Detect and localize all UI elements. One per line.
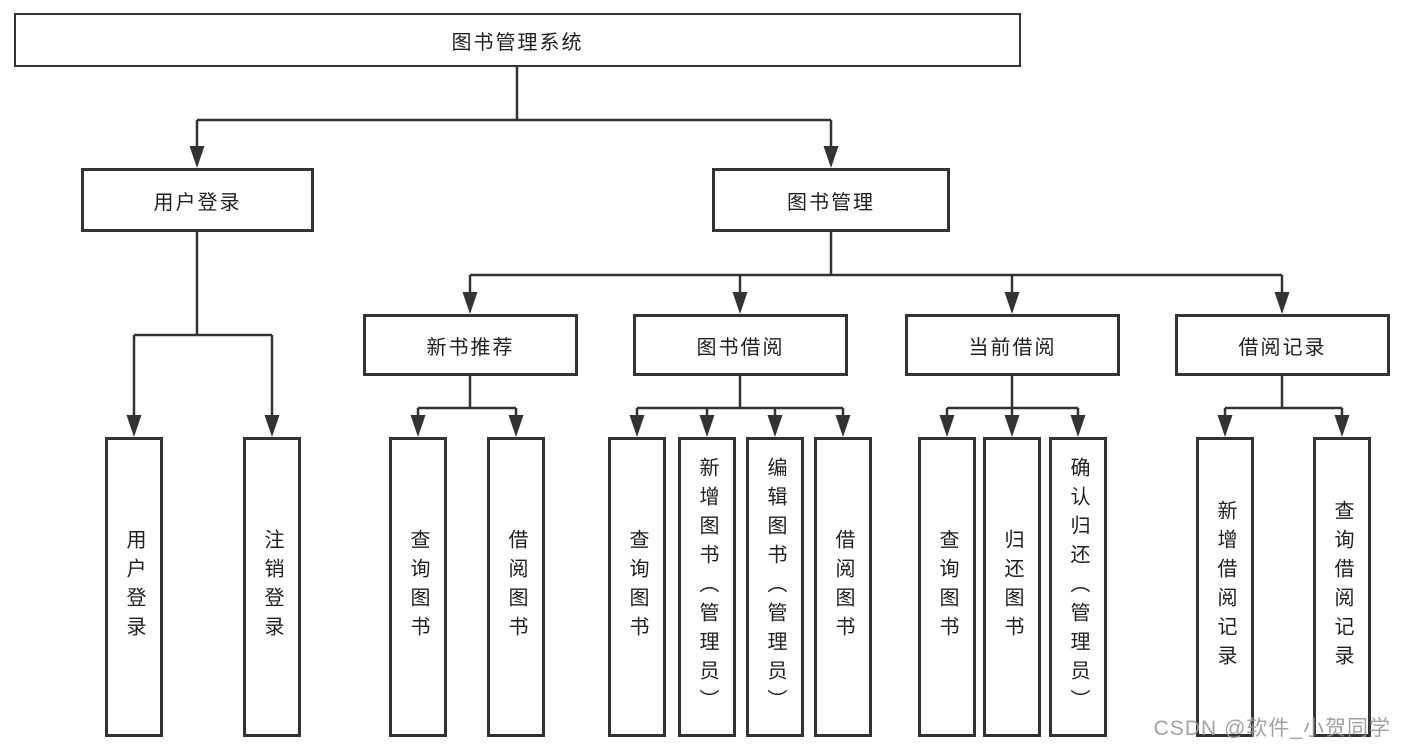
leaf-label: 借阅图书 — [832, 529, 854, 645]
leaf-edit-books-admin: 编辑图书（管理员） — [746, 437, 804, 737]
leaf-label: 查询借阅记录 — [1331, 500, 1353, 674]
leaf-label: 新增图书（管理员） — [696, 456, 718, 718]
leaf-label: 查询图书 — [936, 529, 958, 645]
leaf-return-books: 归还图书 — [983, 437, 1041, 737]
leaf-label: 归还图书 — [1001, 529, 1023, 645]
leaf-borrow-books: 借阅图书 — [487, 437, 545, 737]
node-label: 用户登录 — [153, 191, 242, 214]
leaf-label: 确认归还（管理员） — [1067, 456, 1089, 718]
leaf-label: 新增借阅记录 — [1214, 500, 1236, 674]
node-label: 新书推荐 — [426, 336, 515, 359]
leaf-user-login: 用户登录 — [105, 437, 163, 737]
node-label: 图书借阅 — [696, 336, 785, 359]
arrowhead-group — [126, 146, 1350, 437]
leaf-query-books: 查询图书 — [918, 437, 976, 737]
node-label: 图书管理 — [787, 191, 875, 214]
leaf-label: 查询图书 — [407, 529, 429, 645]
node-book-management: 图书管理 — [712, 168, 950, 232]
leaf-add-borrow-record: 新增借阅记录 — [1196, 437, 1254, 737]
leaf-borrow-books: 借阅图书 — [814, 437, 872, 737]
node-user-login: 用户登录 — [81, 168, 314, 232]
leaf-label: 用户登录 — [123, 529, 145, 645]
leaf-add-books-admin: 新增图书（管理员） — [678, 437, 736, 737]
leaf-logout: 注销登录 — [243, 437, 301, 737]
leaf-confirm-return-admin: 确认归还（管理员） — [1049, 437, 1107, 737]
csdn-watermark: CSDN @软件_小贺同学 — [1153, 717, 1391, 740]
leaf-query-books: 查询图书 — [608, 437, 666, 737]
leaf-label: 借阅图书 — [505, 529, 527, 645]
leaf-query-books: 查询图书 — [389, 437, 447, 737]
node-label: 借阅记录 — [1238, 336, 1327, 359]
node-borrowing-records: 借阅记录 — [1175, 314, 1390, 376]
node-book-borrowing: 图书借阅 — [633, 314, 848, 376]
leaf-query-borrow-record: 查询借阅记录 — [1313, 437, 1371, 737]
leaf-label: 查询图书 — [626, 529, 648, 645]
leaf-label: 编辑图书（管理员） — [764, 456, 786, 718]
node-library-management-system: 图书管理系统 — [14, 13, 1021, 67]
node-label: 图书管理系统 — [451, 31, 584, 54]
node-label: 当前借阅 — [968, 336, 1057, 359]
node-new-book-recommendation: 新书推荐 — [363, 314, 578, 376]
leaf-label: 注销登录 — [261, 529, 283, 645]
node-current-borrowing: 当前借阅 — [905, 314, 1120, 376]
